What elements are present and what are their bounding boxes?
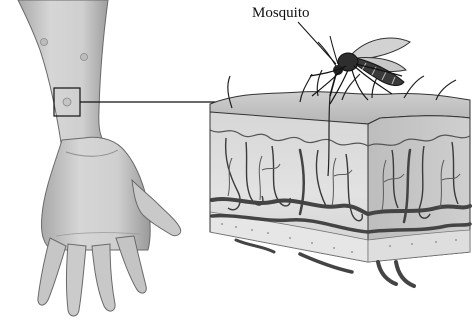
- mosquito-label: Mosquito: [252, 4, 310, 22]
- bite-spot: [63, 98, 71, 106]
- mosquito-label-line: [298, 22, 336, 64]
- mosquito-wing: [352, 38, 410, 60]
- bite-spot: [81, 54, 88, 61]
- skin-block: [210, 70, 470, 286]
- finger-middle: [67, 244, 87, 316]
- bite-spot: [41, 39, 48, 46]
- arm-and-hand: [18, 0, 181, 316]
- forearm: [18, 0, 110, 150]
- finger-ring: [92, 244, 115, 311]
- mosquito-antenna: [330, 36, 338, 64]
- finger-index: [38, 238, 66, 305]
